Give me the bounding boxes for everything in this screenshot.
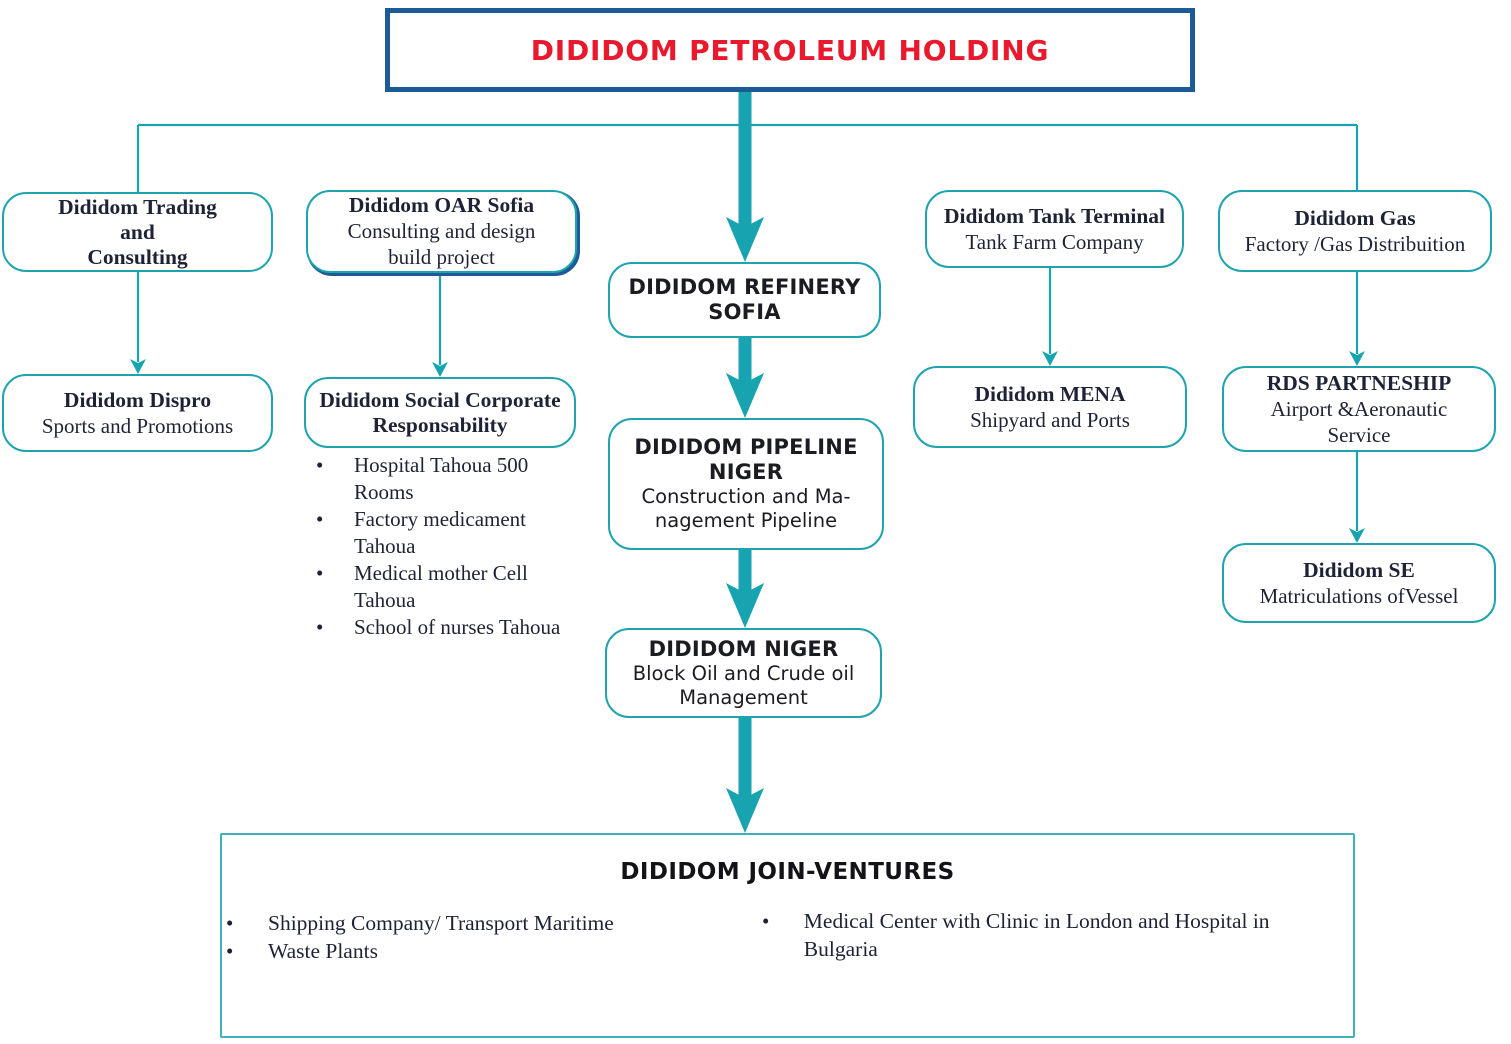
- node-subtitle: Factory /Gas Distribuition: [1244, 231, 1466, 256]
- node-petroleum-holding: DIDIDOM PETROLEUM HOLDING: [385, 8, 1195, 92]
- node-title: RDS PARTNESHIP: [1266, 370, 1452, 395]
- list-item-text: Hospital Tahoua 500 Rooms: [354, 453, 529, 504]
- node-title: Dididom OAR Sofia: [348, 193, 535, 217]
- node-subtitle: Sports and Promotions: [41, 413, 234, 438]
- node-niger: DIDIDOM NIGER Block Oil and Crude oil Ma…: [605, 628, 882, 718]
- list-item: • School of nurses Tahoua: [306, 614, 606, 641]
- node-rds-partnership: RDS PARTNESHIP Airport &Aeronautic Servi…: [1222, 366, 1496, 452]
- node-dispro: Dididom Dispro Sports and Promotions: [2, 374, 273, 452]
- node-join-ventures: DIDIDOM JOIN-VENTURES • Shipping Company…: [220, 833, 1355, 1038]
- node-tank-terminal: Dididom Tank Terminal Tank Farm Company: [925, 190, 1184, 268]
- arrow-head: [1349, 528, 1365, 543]
- node-subtitle: build project: [388, 245, 495, 269]
- bullet-icon: •: [762, 909, 770, 933]
- node-line: Consulting: [87, 244, 188, 269]
- node-subtitle: Construction and Ma-: [641, 485, 851, 508]
- arrow-head: [130, 359, 146, 374]
- node-line: DIDIDOM PIPELINE: [634, 435, 858, 459]
- node-se: Dididom SE Matriculations ofVessel: [1222, 543, 1496, 623]
- social-bullet-list: • Hospital Tahoua 500 Rooms • Factory me…: [306, 452, 606, 641]
- node-pipeline-niger: DIDIDOM PIPELINE NIGER Construction and …: [608, 418, 884, 550]
- list-item-text: Medical mother Cell Tahoua: [354, 561, 528, 612]
- arrow-shaft: [738, 718, 752, 799]
- node-subtitle: Management: [679, 685, 808, 709]
- list-item-text: Factory medicament Tahoua: [354, 507, 527, 558]
- arrow-holding-to-refinery: [726, 92, 764, 262]
- arrow-rds-to-se: [1349, 452, 1365, 543]
- bullet-icon: •: [316, 561, 324, 585]
- arrow-head: [432, 362, 448, 377]
- node-title: Dididom Tank Terminal: [943, 203, 1166, 228]
- node-subtitle: Shipyard and Ports: [970, 407, 1130, 432]
- arrow-refinery-to-pipeline: [726, 338, 764, 418]
- node-oar-sofia: Dididom OAR Sofia Consulting and design …: [306, 190, 577, 273]
- node-line: Dididom Social Corporate: [319, 387, 561, 412]
- node-subtitle: Airport &Aeronautic: [1270, 396, 1448, 421]
- join-ventures-left-list: • Shipping Company/ Transport Maritime •…: [226, 909, 746, 965]
- arrow-shaft: [738, 92, 752, 228]
- node-line: NIGER: [708, 460, 784, 484]
- arrow-shaft: [738, 550, 752, 594]
- node-line: and: [120, 219, 155, 244]
- node-refinery-sofia: DIDIDOM REFINERY SOFIA: [608, 262, 881, 338]
- arrow-head: [726, 373, 764, 418]
- arrow-oar-to-social: [432, 273, 448, 377]
- node-gas: Dididom Gas Factory /Gas Distribuition: [1218, 190, 1492, 272]
- list-item-text: Shipping Company/ Transport Maritime: [268, 911, 614, 935]
- arrow-tank-to-mena: [1042, 268, 1058, 366]
- node-title: DIDIDOM NIGER: [648, 636, 839, 661]
- node-title: Dididom Dispro: [63, 387, 212, 412]
- arrow-head: [1349, 351, 1365, 366]
- list-item: • Hospital Tahoua 500 Rooms: [306, 452, 606, 506]
- node-line: DIDIDOM REFINERY: [628, 275, 861, 299]
- arrow-trading-to-dispro: [130, 272, 146, 374]
- arrow-head: [726, 583, 764, 628]
- node-title: Dididom MENA: [974, 381, 1126, 406]
- list-item-text: Medical Center with Clinic in London and…: [803, 909, 1270, 961]
- node-line: SOFIA: [708, 300, 781, 324]
- node-subtitle: Matriculations ofVessel: [1259, 583, 1459, 608]
- list-item-text: Waste Plants: [268, 939, 378, 963]
- node-subtitle: Block Oil and Crude oil: [632, 661, 855, 685]
- bullet-icon: •: [316, 507, 324, 531]
- arrow-shaft: [738, 338, 752, 384]
- node-social-corporate: Dididom Social Corporate Responsability: [304, 377, 576, 448]
- node-trading-consulting: Dididom Trading and Consulting: [2, 192, 273, 272]
- node-subtitle: nagement Pipeline: [654, 509, 838, 532]
- arrow-head: [726, 788, 764, 833]
- arrow-head: [726, 217, 764, 262]
- list-item: • Medical Center with Clinic in London a…: [762, 907, 1342, 963]
- node-line: Responsability: [372, 412, 508, 437]
- list-item-text: School of nurses Tahoua: [354, 615, 561, 639]
- node-subtitle: Tank Farm Company: [965, 229, 1144, 254]
- arrow-pipeline-to-niger: [726, 550, 764, 628]
- join-ventures-title: DIDIDOM JOIN-VENTURES: [620, 859, 955, 885]
- join-ventures-right-list: • Medical Center with Clinic in London a…: [762, 907, 1342, 963]
- node-title: Dididom SE: [1303, 557, 1415, 582]
- list-item: • Factory medicament Tahoua: [306, 506, 606, 560]
- list-item: • Shipping Company/ Transport Maritime: [226, 909, 746, 937]
- list-item: • Medical mother Cell Tahoua: [306, 560, 606, 614]
- bullet-icon: •: [316, 615, 324, 639]
- arrow-niger-to-joinventures: [726, 718, 764, 833]
- node-subtitle: Service: [1327, 422, 1391, 447]
- bullet-icon: •: [226, 939, 234, 963]
- node-title: Dididom Gas: [1294, 205, 1416, 230]
- node-line: Dididom Trading: [58, 194, 217, 219]
- node-subtitle: Consulting and design: [347, 219, 536, 243]
- node-mena: Dididom MENA Shipyard and Ports: [913, 366, 1187, 448]
- holding-title: DIDIDOM PETROLEUM HOLDING: [530, 33, 1050, 67]
- bullet-icon: •: [226, 911, 234, 935]
- list-item: • Waste Plants: [226, 937, 746, 965]
- arrow-head: [1042, 351, 1058, 366]
- bullet-icon: •: [316, 453, 324, 477]
- arrow-gas-to-rds: [1349, 272, 1365, 366]
